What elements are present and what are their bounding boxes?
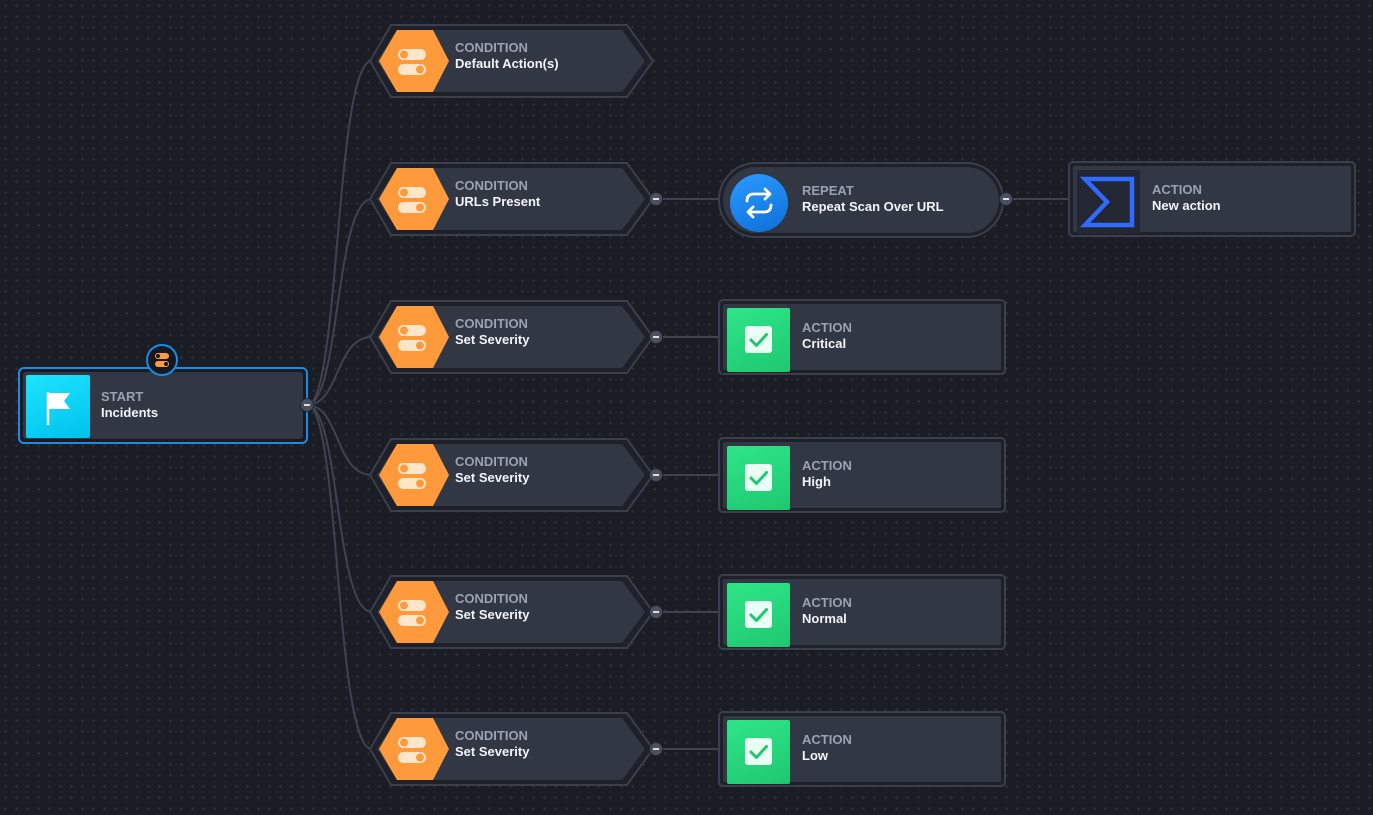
- toggle-switches-icon: [398, 600, 426, 626]
- node-title: Incidents: [101, 405, 159, 420]
- node-type-label: START: [101, 389, 144, 404]
- action-node-new-action[interactable]: ACTION New action: [1068, 161, 1356, 237]
- node-title: Repeat Scan Over URL: [802, 199, 944, 214]
- node-type-label: REPEAT: [802, 183, 854, 198]
- condition-node-set-severity-high[interactable]: CONDITION Set Severity: [369, 438, 654, 512]
- sigma-icon: [1077, 170, 1140, 234]
- link-start-to-condition-2: [306, 198, 373, 406]
- condition-output-port[interactable]: [649, 605, 663, 619]
- condition-node-default-actions[interactable]: CONDITION Default Action(s): [369, 24, 654, 98]
- repeat-node[interactable]: REPEAT Repeat Scan Over URL: [718, 162, 1004, 238]
- node-title: Low: [802, 748, 828, 763]
- start-output-port[interactable]: [300, 398, 314, 412]
- node-title: New action: [1152, 198, 1221, 213]
- node-type-label: ACTION: [802, 320, 852, 335]
- link-start-to-condition-4: [306, 404, 373, 476]
- node-type-label: CONDITION: [455, 40, 528, 55]
- toggle-switches-icon: [398, 325, 426, 351]
- action-node-low[interactable]: ACTION Low: [718, 711, 1006, 787]
- node-title: High: [802, 474, 831, 489]
- toggle-switches-icon: [398, 187, 426, 213]
- node-title: Set Severity: [455, 744, 530, 759]
- link-start-to-condition-6: [306, 404, 373, 750]
- condition-node-set-severity-low[interactable]: CONDITION Set Severity: [369, 712, 654, 786]
- checkbox-check-icon: [727, 583, 790, 647]
- action-node-high[interactable]: ACTION High: [718, 437, 1006, 513]
- condition-output-port[interactable]: [649, 468, 663, 482]
- checkbox-check-icon: [727, 446, 790, 510]
- toggle-switches-icon: [398, 463, 426, 489]
- node-type-label: CONDITION: [455, 178, 528, 193]
- node-title: URLs Present: [455, 194, 541, 209]
- repeat-output-port[interactable]: [999, 192, 1013, 206]
- node-title: Set Severity: [455, 470, 530, 485]
- node-title: Critical: [802, 336, 847, 351]
- condition-node-set-severity-normal[interactable]: CONDITION Set Severity: [369, 575, 654, 649]
- condition-node-urls-present[interactable]: CONDITION URLs Present: [369, 162, 654, 236]
- condition-node-set-severity-critical[interactable]: CONDITION Set Severity: [369, 300, 654, 374]
- node-title: Set Severity: [455, 607, 530, 622]
- node-type-label: CONDITION: [455, 728, 528, 743]
- node-type-label: ACTION: [802, 458, 852, 473]
- node-title: Set Severity: [455, 332, 530, 347]
- flag-icon: [26, 375, 90, 438]
- link-start-to-condition-1: [306, 60, 373, 406]
- link-start-to-condition-5: [306, 404, 373, 613]
- node-title: Normal: [802, 611, 847, 626]
- checkbox-check-icon: [727, 308, 790, 372]
- condition-output-port[interactable]: [649, 330, 663, 344]
- node-type-label: ACTION: [802, 595, 852, 610]
- toggle-switches-icon: [398, 49, 426, 75]
- start-node[interactable]: START Incidents: [18, 367, 308, 444]
- node-type-label: CONDITION: [455, 591, 528, 606]
- link-start-to-condition-3: [306, 336, 373, 406]
- node-type-label: CONDITION: [455, 316, 528, 331]
- node-type-label: ACTION: [802, 732, 852, 747]
- condition-output-port[interactable]: [649, 742, 663, 756]
- node-type-label: CONDITION: [455, 454, 528, 469]
- checkbox-check-icon: [727, 720, 790, 784]
- condition-badge-icon[interactable]: [146, 344, 178, 376]
- action-node-normal[interactable]: ACTION Normal: [718, 574, 1006, 650]
- loop-arrows-icon: [730, 174, 788, 232]
- condition-output-port[interactable]: [649, 192, 663, 206]
- node-type-label: ACTION: [1152, 182, 1202, 197]
- node-title: Default Action(s): [455, 56, 559, 71]
- action-node-critical[interactable]: ACTION Critical: [718, 299, 1006, 375]
- toggle-switches-icon: [398, 737, 426, 763]
